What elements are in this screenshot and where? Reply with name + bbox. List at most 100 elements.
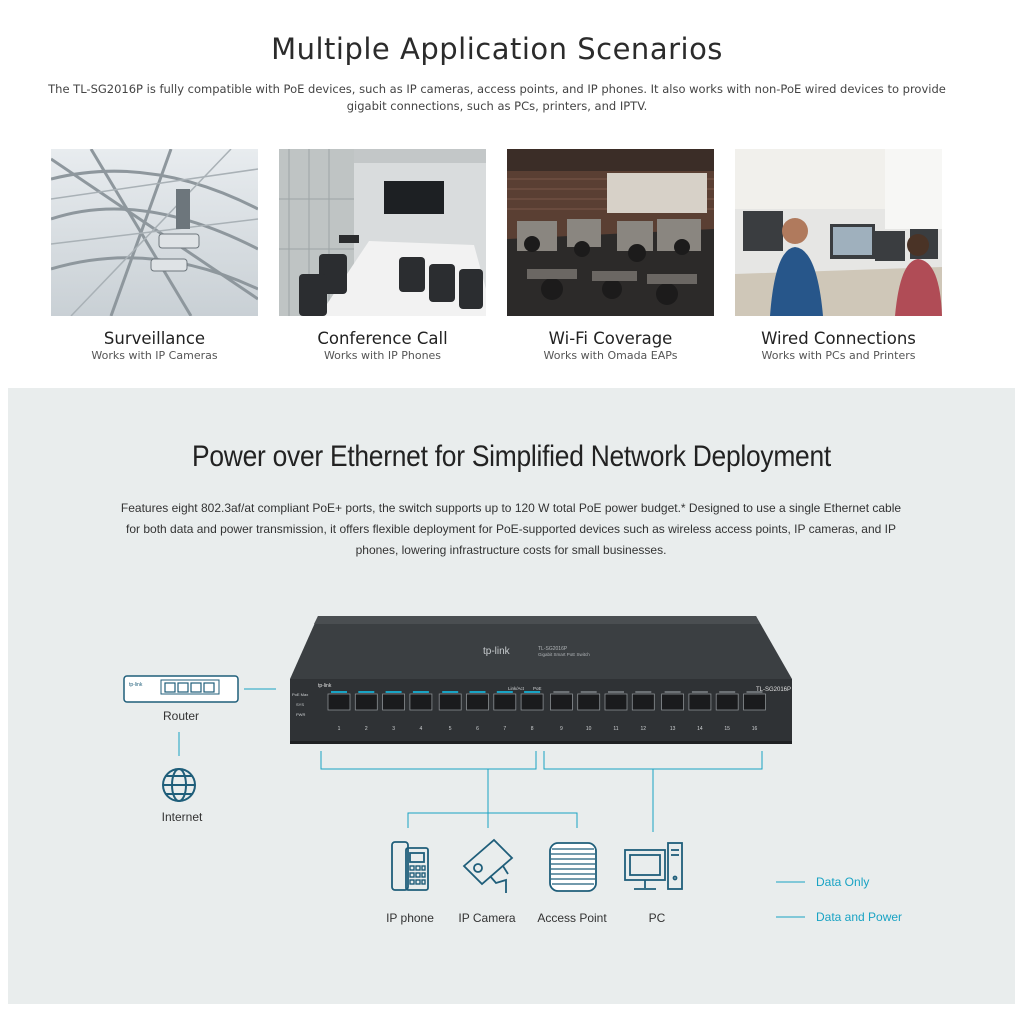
port-led	[664, 691, 681, 693]
port-number: 11	[613, 726, 618, 732]
switch-brand: tp-link	[483, 646, 511, 657]
switch-port	[577, 693, 601, 711]
port-number: 2	[365, 726, 368, 732]
card-subtitle: Works with IP Phones	[323, 349, 442, 362]
port-led	[635, 691, 652, 693]
switch-port	[520, 693, 544, 711]
switch-port	[688, 693, 712, 711]
switch-port	[631, 693, 655, 711]
device-label-pc: PC	[649, 911, 666, 925]
conference-room-photo	[279, 149, 486, 316]
port-brackets	[320, 751, 763, 832]
led-label-poe-max: PoE Max	[292, 692, 308, 697]
device-label-ip-camera: IP Camera	[458, 911, 515, 925]
card-title: Wi-Fi Coverage	[548, 329, 673, 348]
surveillance-photo	[51, 149, 258, 316]
switch-port	[438, 693, 462, 711]
card-title: Surveillance	[103, 329, 206, 348]
switch-port	[466, 693, 489, 711]
card-subtitle: Works with PCs and Printers	[761, 349, 916, 362]
port-led	[412, 691, 429, 693]
internet-globe-icon	[162, 768, 196, 802]
port-led	[524, 691, 541, 693]
port-number: 16	[752, 726, 758, 732]
port-led	[719, 691, 736, 693]
access-point-icon	[549, 842, 597, 892]
port-led	[358, 691, 375, 693]
card-title: Wired Connections	[761, 329, 916, 348]
port-led	[331, 691, 347, 693]
switch-port	[409, 693, 433, 711]
legend-data-power: Data and Power	[816, 910, 902, 924]
scenarios-title: Multiple Application Scenarios	[271, 32, 723, 66]
router-brand: tp-link	[129, 682, 143, 688]
device-label-ip-phone: IP phone	[386, 911, 434, 925]
port-number: 10	[586, 726, 592, 732]
ip-camera-icon	[462, 838, 514, 893]
card-title: Conference Call	[317, 329, 448, 348]
switch-front-brand: tp-link	[318, 683, 332, 689]
scenario-card-wired-connections: Wired Connections Works with PCs and Pri…	[735, 149, 942, 362]
legend-data-only: Data Only	[816, 875, 869, 889]
application-scenarios-section: Multiple Application Scenarios The TL-SG…	[0, 0, 1024, 388]
poe-label: PoE	[533, 686, 542, 691]
port-number: 8	[531, 726, 534, 732]
port-led	[469, 691, 486, 693]
device-label-access-point: Access Point	[537, 911, 607, 925]
port-number: 9	[560, 726, 563, 732]
port-number: 6	[476, 726, 479, 732]
router-label: Router	[163, 709, 199, 723]
port-number: 12	[641, 726, 647, 732]
switch-port	[493, 693, 517, 711]
port-led	[608, 691, 624, 693]
ip-phone-icon	[391, 841, 429, 891]
port-led	[580, 691, 597, 693]
card-subtitle: Works with Omada EAPs	[543, 349, 678, 362]
port-led	[442, 691, 459, 693]
switch-port	[743, 693, 766, 711]
led-label-sys: SYS	[296, 702, 304, 707]
router-icon: tp-link	[123, 675, 239, 703]
poe-title: Power over Ethernet for Simplified Netwo…	[192, 440, 831, 473]
port-number: 3	[392, 726, 395, 732]
switch-port	[550, 693, 573, 711]
internet-label: Internet	[162, 810, 203, 824]
scenario-card-wifi-coverage: Wi-Fi Coverage Works with Omada EAPs	[507, 149, 714, 362]
switch-port	[382, 693, 406, 711]
scenario-card-conference-call: Conference Call Works with IP Phones	[279, 149, 486, 362]
scenario-card-surveillance: Surveillance Works with IP Cameras	[51, 149, 258, 362]
network-diagram: tp-link Router Internet tp-link TL-SG201…	[123, 616, 902, 925]
card-subtitle: Works with IP Cameras	[91, 349, 218, 362]
switch-port	[327, 693, 351, 711]
port-led	[385, 691, 402, 693]
led-label-pwr: PWR	[296, 712, 305, 717]
cafe-photo	[507, 149, 714, 316]
scenarios-intro: The TL-SG2016P is fully compatible with …	[48, 82, 946, 113]
legend: Data Only Data and Power	[776, 875, 902, 924]
poe-description: Features eight 802.3af/at compliant PoE+…	[120, 501, 902, 557]
link-act-label: Link/Act	[508, 686, 525, 691]
port-number: 4	[420, 726, 423, 732]
port-number: 14	[697, 726, 703, 732]
poe-section: Power over Ethernet for Simplified Netwo…	[8, 388, 1015, 1004]
port-led	[746, 691, 763, 693]
switch-port	[604, 693, 628, 711]
switch-port	[715, 693, 739, 711]
poe-switch-image: tp-link TL-SG2016P Gigabit Smart PoE Swi…	[290, 616, 792, 744]
port-led	[691, 691, 708, 693]
port-led	[553, 691, 570, 693]
switch-model: TL-SG2016P	[756, 687, 791, 693]
port-number: 15	[724, 726, 730, 732]
switch-port	[354, 693, 378, 711]
port-number: 13	[670, 726, 676, 732]
switch-port	[661, 693, 684, 711]
port-number: 5	[449, 726, 452, 732]
switch-top-desc: Gigabit Smart PoE Switch	[538, 652, 590, 657]
port-number: 7	[503, 726, 506, 732]
office-photo	[735, 149, 942, 316]
pc-icon	[624, 842, 683, 890]
port-number: 1	[338, 726, 341, 732]
port-led	[496, 691, 513, 693]
switch-top-model: TL-SG2016P	[538, 646, 568, 652]
